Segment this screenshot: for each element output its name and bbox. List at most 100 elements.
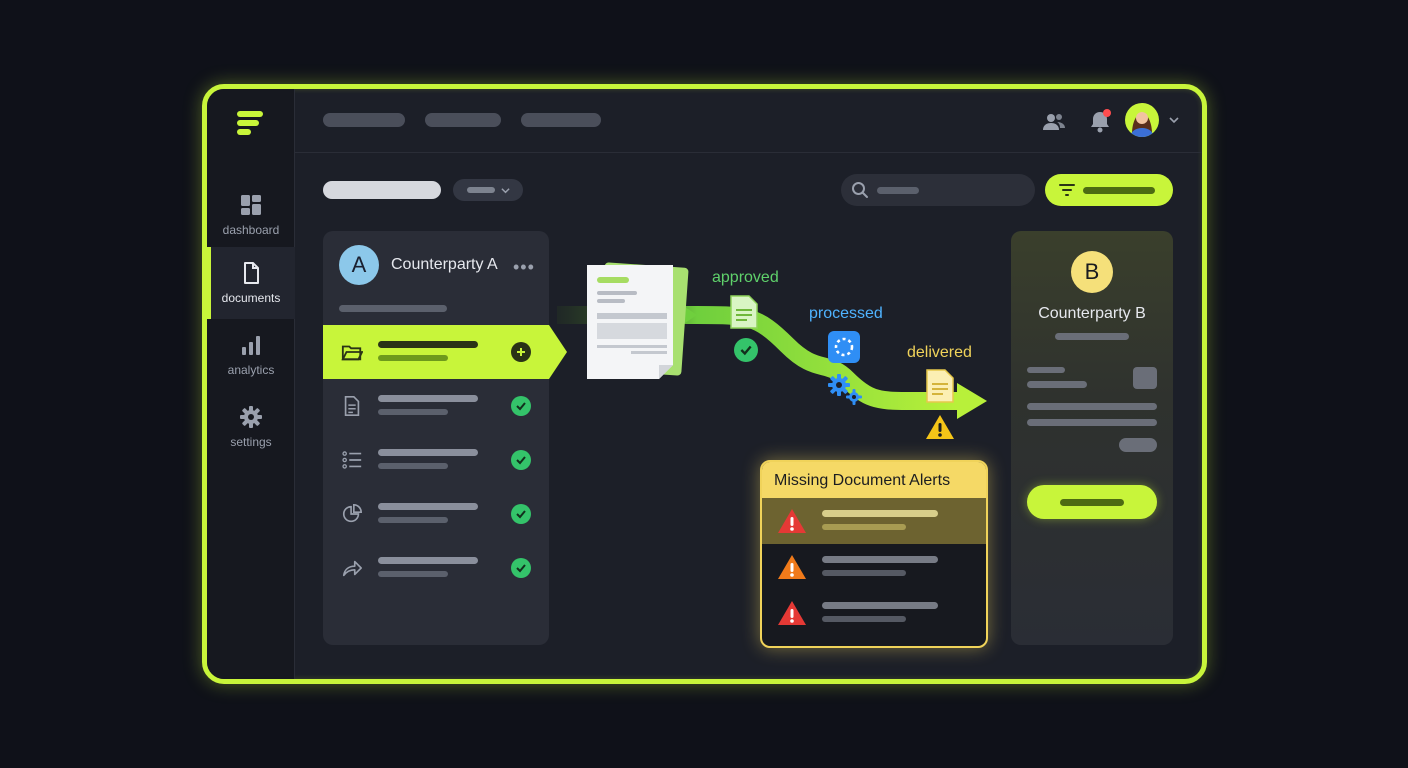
counterparty-a-avatar: A <box>339 245 379 285</box>
item-title-placeholder <box>378 503 478 510</box>
bell-icon[interactable] <box>1087 109 1113 135</box>
list-item[interactable] <box>323 379 549 433</box>
sidebar-item-label: settings <box>230 435 272 449</box>
header-tab-1[interactable] <box>323 113 405 127</box>
users-icon[interactable] <box>1041 109 1067 135</box>
chevron-down-icon[interactable] <box>1169 115 1179 125</box>
counterparty-b-avatar: B <box>1071 251 1113 293</box>
alert-title-placeholder <box>822 556 938 563</box>
filter-button[interactable] <box>1045 174 1173 206</box>
add-icon[interactable] <box>511 342 531 362</box>
item-title-placeholder <box>378 449 478 456</box>
list-item[interactable] <box>323 541 549 595</box>
action-label-placeholder <box>1060 498 1124 506</box>
detail-line-placeholder <box>1027 403 1157 410</box>
folder-icon <box>341 345 363 361</box>
item-subtitle-placeholder <box>378 517 448 523</box>
search-input[interactable] <box>841 174 1035 206</box>
document-icon <box>344 396 360 416</box>
search-placeholder <box>877 186 919 194</box>
pie-chart-icon <box>342 504 362 523</box>
counterparty-b-title: Counterparty B <box>1038 305 1146 322</box>
gear-icon <box>240 406 262 428</box>
flow-arrow-head <box>957 383 987 419</box>
user-portrait-icon <box>1130 112 1154 137</box>
alert-subtitle-placeholder <box>822 570 906 576</box>
detail-thumbnail[interactable] <box>1133 367 1157 389</box>
share-arrow-icon <box>342 560 362 577</box>
alerts-title: Missing Document Alerts <box>762 462 986 498</box>
select-value-placeholder <box>466 187 495 193</box>
sidebar-item-label: dashboard <box>222 223 280 237</box>
sidebar-item-label: analytics <box>227 363 275 377</box>
app-logo[interactable] <box>237 109 267 139</box>
bar-chart-icon <box>242 336 260 355</box>
counterparty-a-header: A Counterparty A <box>339 245 498 285</box>
check-icon <box>511 558 531 578</box>
header-tab-2[interactable] <box>425 113 501 127</box>
primary-action-button[interactable] <box>1027 485 1157 519</box>
sidebar-item-dashboard[interactable]: dashboard <box>207 179 295 251</box>
detail-tag-placeholder[interactable] <box>1119 438 1157 452</box>
detail-value-placeholder <box>1027 381 1087 388</box>
item-title-placeholder <box>378 557 478 564</box>
alert-icon <box>778 601 806 625</box>
sidebar-item-documents[interactable]: documents <box>207 247 295 319</box>
item-subtitle-placeholder <box>378 463 448 469</box>
sidebar: dashboard documents analytics <box>207 89 295 679</box>
approved-check-icon <box>734 338 758 362</box>
item-subtitle-placeholder <box>378 571 448 577</box>
user-avatar[interactable] <box>1125 103 1159 137</box>
alert-subtitle-placeholder <box>822 616 906 622</box>
missing-document-alerts: Missing Document Alerts <box>760 460 988 648</box>
counterparty-a-subtitle-placeholder <box>339 305 447 312</box>
sidebar-item-label: documents <box>221 291 281 305</box>
processing-spinner-icon[interactable] <box>828 331 860 363</box>
grid-icon <box>241 195 261 215</box>
list-item[interactable] <box>323 325 567 379</box>
alert-icon <box>778 555 806 579</box>
item-subtitle-placeholder <box>378 409 448 415</box>
warning-icon <box>926 415 954 439</box>
chevron-down-icon <box>500 187 510 193</box>
page-title-placeholder <box>323 181 441 199</box>
detail-line-placeholder <box>1027 419 1157 426</box>
app-window: dashboard documents analytics <box>202 84 1207 684</box>
list-item[interactable] <box>323 433 549 487</box>
document-preview-icon <box>587 262 689 379</box>
alert-subtitle-placeholder <box>822 524 906 530</box>
item-subtitle-placeholder <box>378 355 448 361</box>
file-icon <box>244 262 259 284</box>
alert-icon <box>778 509 806 533</box>
filter-icon <box>1059 184 1075 196</box>
alert-title-placeholder <box>822 602 938 609</box>
top-header <box>295 89 1202 153</box>
alert-item[interactable] <box>762 498 986 544</box>
delivered-document-icon[interactable] <box>925 368 955 404</box>
counterparty-b-panel: B Counterparty B <box>1011 231 1173 645</box>
item-title-placeholder <box>378 395 478 402</box>
processed-label: processed <box>809 305 883 322</box>
alert-item[interactable] <box>762 590 986 636</box>
list-icon <box>342 451 362 469</box>
alert-item[interactable] <box>762 544 986 590</box>
check-icon <box>511 504 531 524</box>
check-icon <box>511 450 531 470</box>
list-item[interactable] <box>323 487 549 541</box>
filter-select[interactable] <box>453 179 523 201</box>
detail-label-placeholder <box>1027 367 1065 373</box>
header-tab-3[interactable] <box>521 113 601 127</box>
sidebar-item-analytics[interactable]: analytics <box>207 319 295 391</box>
item-title-placeholder <box>378 341 478 348</box>
delivered-label: delivered <box>907 344 972 361</box>
sidebar-item-settings[interactable]: settings <box>207 391 295 463</box>
gears-icon <box>828 374 862 405</box>
notification-dot <box>1103 109 1111 117</box>
counterparty-a-title: Counterparty A <box>391 256 498 273</box>
alert-title-placeholder <box>822 510 938 517</box>
counterparty-a-panel: A Counterparty A ••• <box>323 231 567 645</box>
more-options-icon[interactable]: ••• <box>513 257 535 277</box>
counterparty-b-subtitle-placeholder <box>1055 333 1129 340</box>
search-icon <box>852 182 868 198</box>
approved-document-icon[interactable] <box>729 294 759 330</box>
